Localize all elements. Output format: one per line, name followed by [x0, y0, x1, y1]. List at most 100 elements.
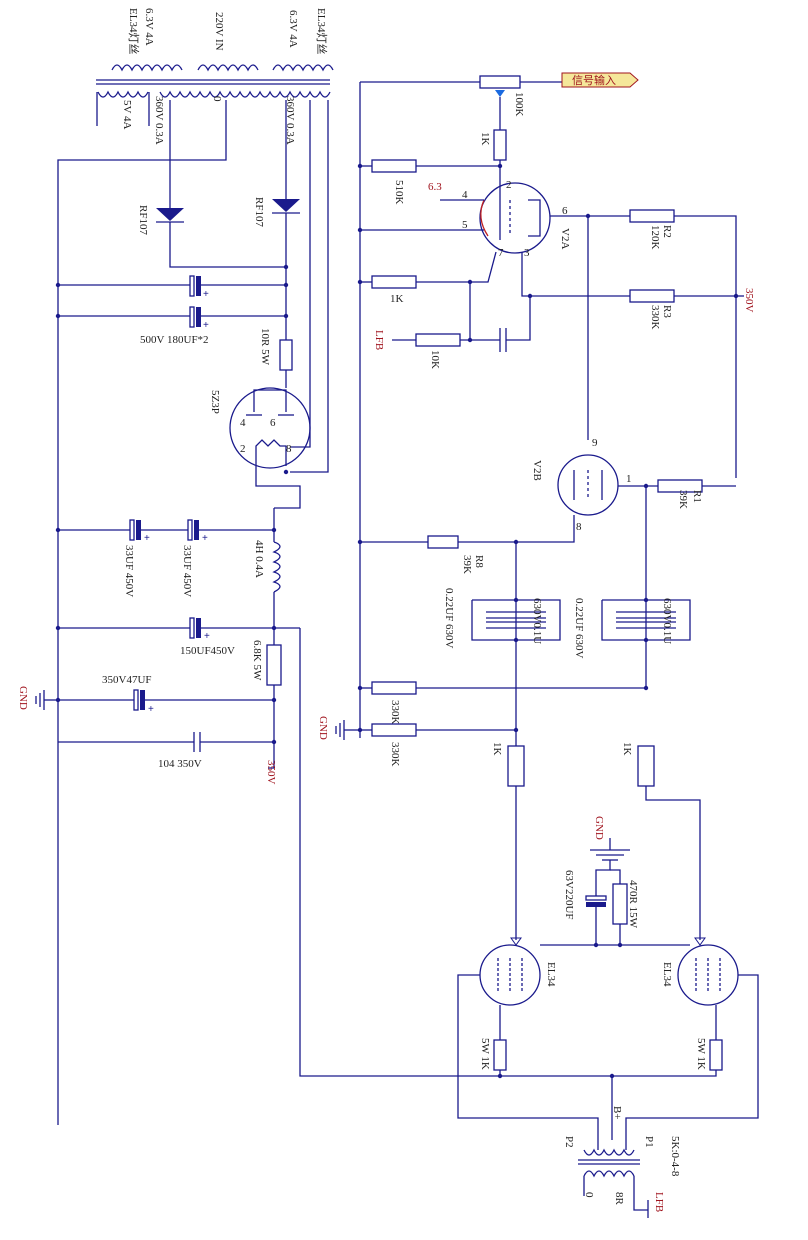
hv-left-rating: 360V 0.3A: [153, 96, 165, 145]
supply-junctions: [55, 264, 289, 745]
input-stage: 信号输入 100K 1K 510K 6.3 2 4 5 6 7 3 V2A R2…: [359, 72, 755, 738]
series-resistor: 10R 5W: [259, 328, 293, 388]
r510-label: 510K: [393, 180, 405, 205]
gnd-splitter-label: GND: [317, 716, 329, 740]
pot-label: 100K: [513, 92, 525, 117]
r3-value: 330K: [649, 305, 661, 330]
signal-input-flag[interactable]: [561, 72, 639, 88]
g2-r-label: 5W 1K: [695, 1038, 707, 1070]
heater-right-name: EL34灯丝: [315, 8, 328, 54]
tube-l-label: EL34: [545, 962, 557, 987]
rect-heater-rating: 5V 4A: [121, 100, 133, 129]
cap-l-b-label: 630V0.1U: [531, 598, 543, 644]
hv-winding: [159, 90, 331, 98]
r330a-label: 330K: [389, 700, 401, 725]
r2-label: R2: [661, 225, 673, 238]
lfb-output-label: LFB: [653, 1192, 665, 1212]
cap-b-label: 33UF 450V: [181, 545, 193, 597]
stop-l-label: 1K: [491, 742, 503, 756]
pin2-label: 2: [240, 443, 246, 455]
rectifier-tube-5z3p: 4 6 2 8 5Z3P: [209, 387, 311, 509]
gnd-supply-label: GND: [17, 686, 29, 710]
main-caps-label: 500V 180UF*2: [140, 334, 209, 346]
heater-tag: 6.3: [428, 181, 442, 193]
heater-left-name: EL34灯丝: [127, 8, 140, 54]
tube-v2a: [479, 182, 551, 254]
r330b-label: 330K: [389, 742, 401, 767]
power-transformer: EL34灯丝 6.3V 4A 220V IN 6.3V 4A EL34灯丝 5V…: [96, 8, 334, 145]
rect-heater-winding: [97, 90, 149, 98]
pin6-label: 6: [270, 417, 276, 429]
ot-secondary: [583, 1170, 635, 1178]
r1-value: 39K: [677, 490, 689, 509]
r8-label: R8: [473, 555, 485, 568]
svg-text:+: +: [203, 289, 209, 300]
hv-rectifier: RF107 RF107: [137, 197, 300, 340]
sec0-label: 0: [583, 1192, 595, 1198]
fb-res-label: 10K: [429, 350, 441, 369]
svg-text:+: +: [202, 533, 208, 544]
cath-res-label: 1K: [390, 293, 404, 305]
cap-c-label: 150UF450V: [180, 645, 235, 657]
v2a-pin3: 3: [524, 247, 530, 259]
tube-v2b: [557, 454, 619, 516]
gnd-output-label: GND: [593, 816, 605, 840]
p2-label: P2: [563, 1136, 575, 1148]
p1-label: P1: [643, 1136, 655, 1148]
cap-e-label: 104 350V: [158, 758, 202, 770]
heater-left-rating: 6.3V 4A: [143, 8, 155, 46]
tube-r-label: EL34: [661, 962, 673, 987]
svg-text:+: +: [144, 533, 150, 544]
cath-res-label: 470R 15W: [627, 880, 639, 929]
v2b-pin1: 1: [626, 473, 632, 485]
signal-input-label: 信号输入: [572, 73, 616, 87]
cap-r-b-label: 630V0.1U: [661, 598, 673, 644]
output-junctions: [497, 942, 623, 1079]
diode-left-label: RF107: [137, 205, 149, 235]
ground-symbol-supply: GND: [17, 686, 58, 710]
diode-right-label: RF107: [253, 197, 265, 227]
svg-text:+: +: [148, 704, 154, 715]
drop-res-label: 6.8K 5W: [251, 640, 263, 681]
volume-pot: [479, 75, 521, 89]
transformer-taps: [57, 92, 329, 1125]
b350-input-label: 350V: [743, 288, 755, 313]
choke-label: 4H 0.4A: [253, 540, 265, 578]
heater-right-rating: 6.3V 4A: [287, 10, 299, 48]
ot-primary: [583, 1148, 635, 1156]
grid-res-label: 1K: [479, 132, 491, 146]
heater-winding-right: [272, 64, 334, 72]
v2b-label: V2B: [531, 460, 543, 481]
r8-value: 39K: [461, 555, 473, 574]
series-res-label: 10R 5W: [259, 328, 271, 366]
diode-right: [272, 199, 300, 212]
cap-l-a-label: 0.22UF 630V: [443, 588, 455, 649]
signal-junctions: [357, 163, 739, 733]
stop-r-label: 1K: [621, 742, 633, 756]
cap-a-label: 33UF 450V: [123, 545, 135, 597]
cath-cap-label: 63V220UF: [563, 870, 575, 920]
output-stage: GND 63V220UF 470R 15W EL34 5W 1K EL34 5: [457, 816, 759, 1218]
main-filter-caps: + + 500V 180UF*2: [58, 275, 286, 346]
v2b-pin8: 8: [576, 521, 582, 533]
g2-l-label: 5W 1K: [479, 1038, 491, 1070]
v2a-pin5: 5: [462, 219, 468, 231]
diode-left: [156, 208, 184, 221]
bplus-label: B+: [611, 1106, 623, 1120]
hv-right-rating: 360V 0.3A: [284, 96, 296, 145]
pi-filter: + + 33UF 450V 33UF 450V 4H 0.4A + 150UF4…: [58, 508, 613, 1140]
choke: [272, 541, 281, 593]
b350-net-label: 350V: [265, 760, 277, 785]
v2a-pin4: 4: [462, 189, 468, 201]
sec8-label: 8R: [613, 1192, 625, 1206]
center-tap-label: 0: [211, 96, 223, 102]
v2a-label: V2A: [559, 228, 571, 249]
v2b-pin9: 9: [592, 437, 598, 449]
heater-winding-left: [111, 64, 183, 72]
ot-label: 5K:0-4-8: [669, 1136, 681, 1177]
svg-text:+: +: [204, 631, 210, 642]
v2a-pin7: 7: [498, 247, 504, 259]
primary-winding: [197, 64, 259, 72]
pin4-label: 4: [240, 417, 246, 429]
